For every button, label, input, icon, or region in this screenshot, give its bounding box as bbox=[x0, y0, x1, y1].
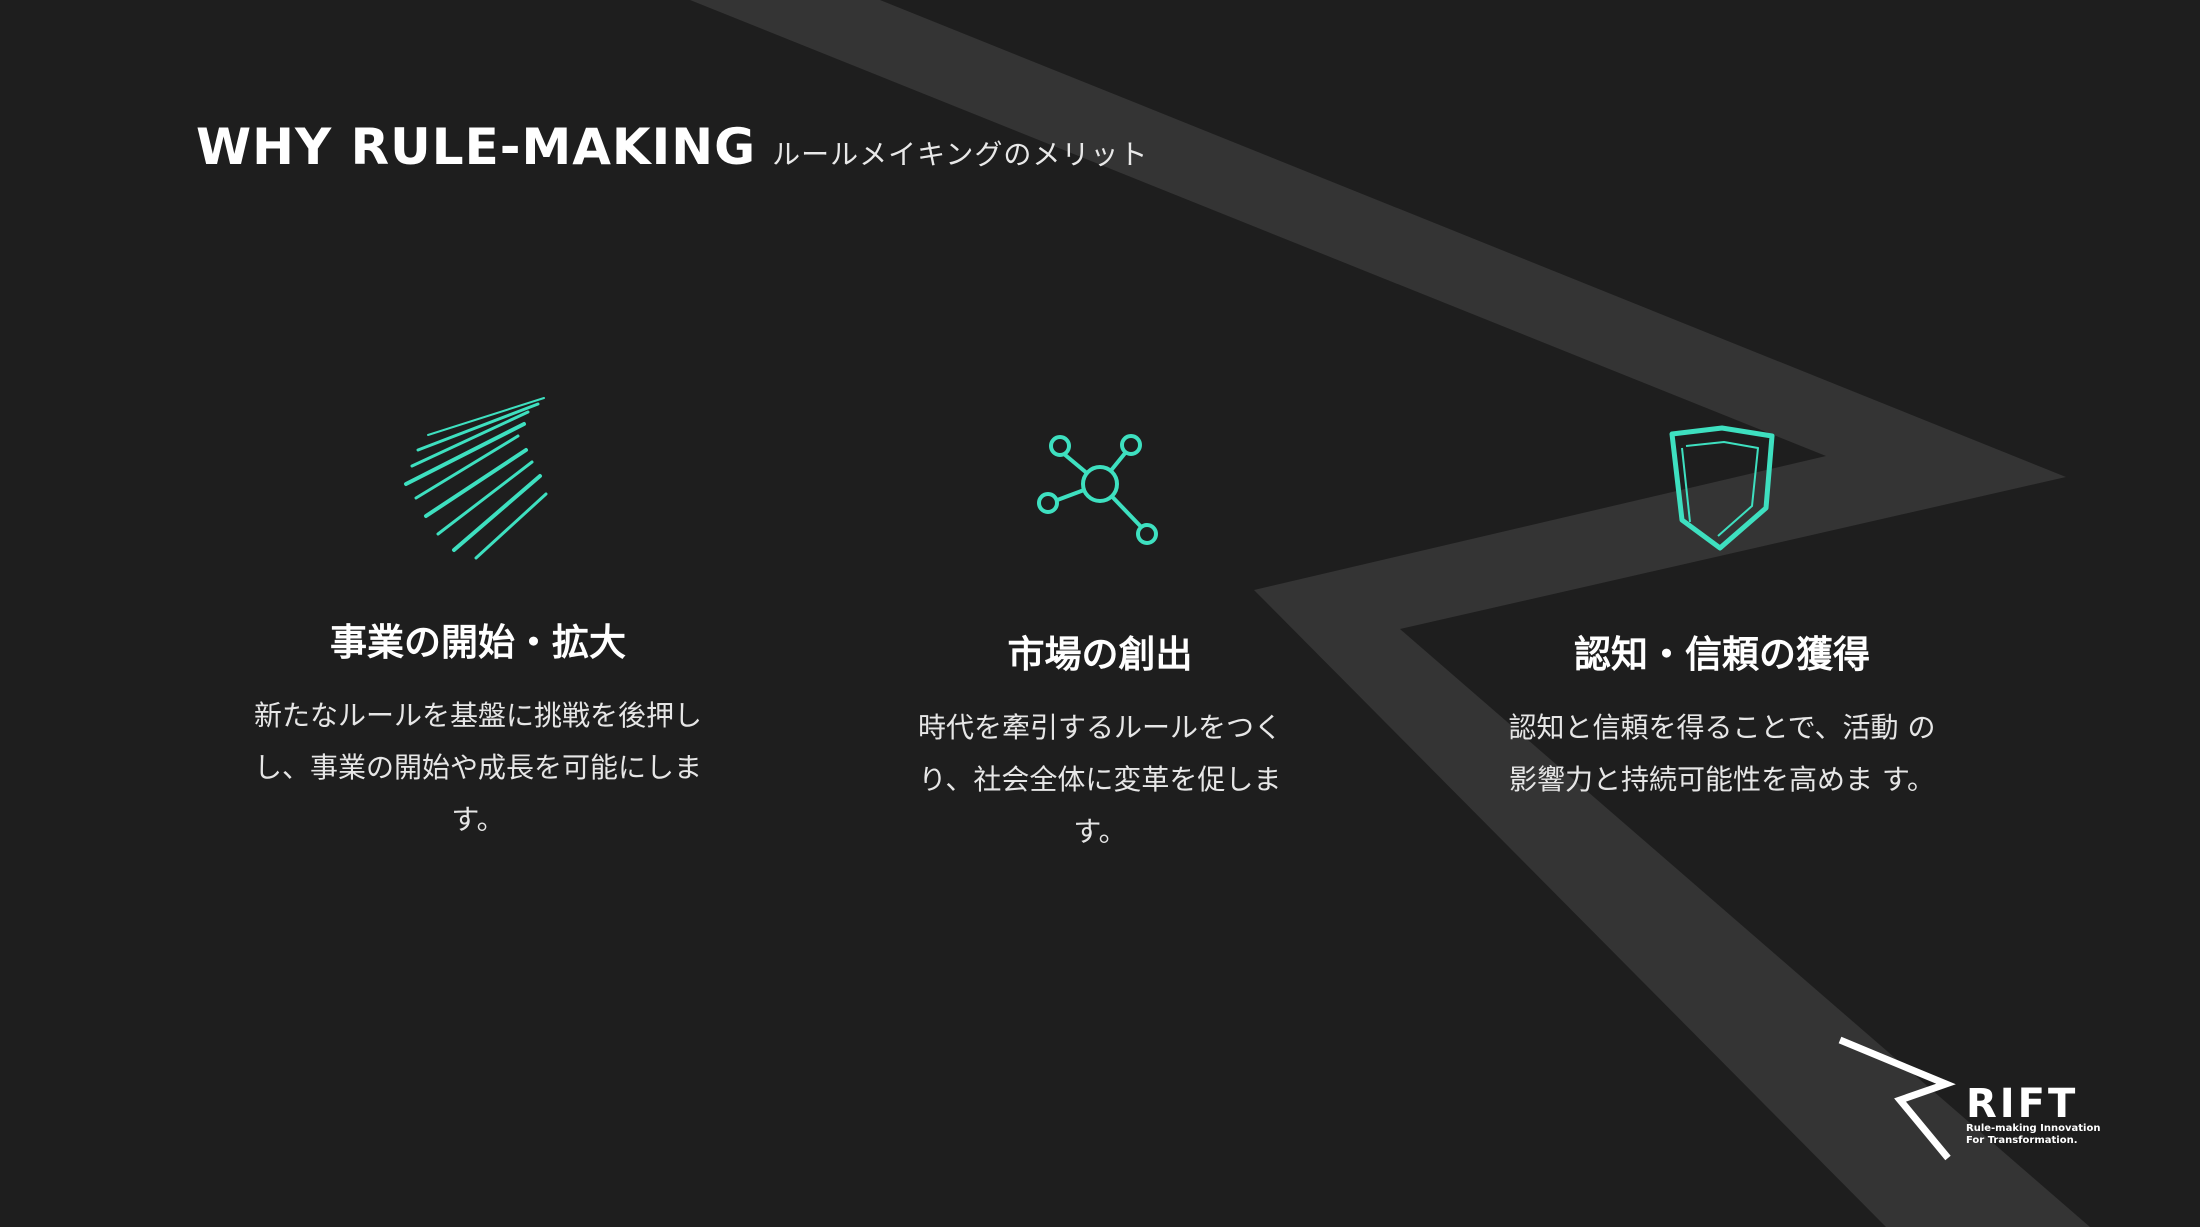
speed-lines-icon bbox=[404, 397, 548, 560]
benefit-card-trust: 認知・信頼の獲得 認知と信頼を得ることで、活動 の影響力と持続可能性を高めま す… bbox=[1462, 420, 1982, 796]
card-title: 事業の開始・拡大 bbox=[330, 621, 626, 664]
page-subtitle: ルールメイキングのメリット bbox=[772, 138, 1149, 171]
rift-logo-mark bbox=[1838, 1036, 1956, 1161]
card-description: 認知と信頼を得ることで、活動 の影響力と持続可能性を高めま す。 bbox=[1508, 711, 1936, 796]
logo-wordmark: RIFT bbox=[1966, 1081, 2079, 1127]
logo-tagline: Rule-making Innovation bbox=[1966, 1123, 2101, 1134]
shield-icon bbox=[1669, 425, 1775, 551]
rift-logo: RIFT Rule-making Innovation For Transfor… bbox=[1836, 1036, 2136, 1166]
network-nodes-icon bbox=[1037, 434, 1158, 545]
header: WHY RULE-MAKING ルールメイキングのメリット bbox=[196, 118, 1148, 176]
benefit-card-market: 市場の創出 時代を牽引するルールをつく り、社会全体に変革を促しま す。 bbox=[840, 420, 1360, 848]
page-title: WHY RULE-MAKING bbox=[196, 118, 757, 176]
card-title: 認知・信頼の獲得 bbox=[1574, 633, 1870, 676]
benefit-card-business: 事業の開始・拡大 新たなルールを基盤に挑戦を後押し し、事業の開始や成長を可能に… bbox=[218, 390, 738, 836]
card-description: 新たなルールを基盤に挑戦を後押し し、事業の開始や成長を可能にしま す。 bbox=[253, 699, 702, 836]
card-description: 時代を牽引するルールをつく り、社会全体に変革を促しま す。 bbox=[917, 711, 1282, 848]
card-title: 市場の創出 bbox=[1007, 633, 1193, 676]
logo-tagline: For Transformation. bbox=[1966, 1135, 2078, 1146]
